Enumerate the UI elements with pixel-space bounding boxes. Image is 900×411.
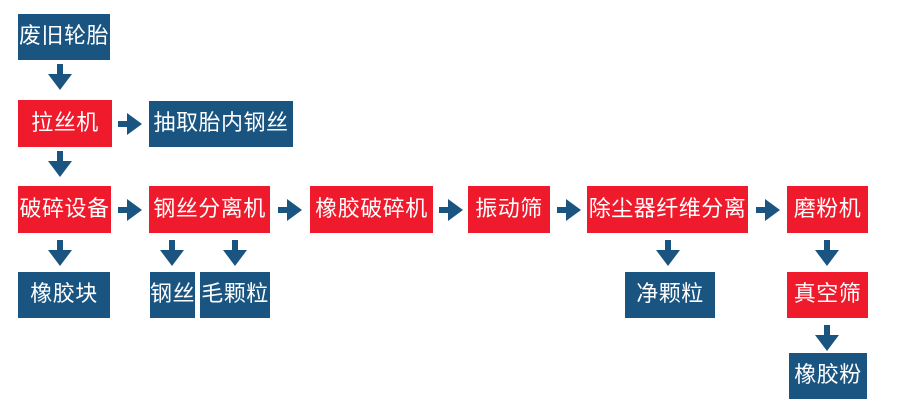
node-rubber-blocks: 橡胶块: [18, 272, 110, 318]
arrow-down-icon: [814, 239, 840, 267]
node-fluff-granules: 毛颗粒: [200, 272, 270, 318]
node-dust-collector-fiber-separation: 除尘器纤维分离: [587, 186, 748, 233]
arrow-down-icon: [222, 239, 248, 267]
arrow-down-icon: [47, 63, 73, 91]
node-rubber-powder: 橡胶粉: [789, 353, 867, 399]
arrow-down-icon: [47, 239, 73, 267]
node-waste-tires: 废旧轮胎: [18, 14, 110, 60]
node-vacuum-screen: 真空筛: [787, 272, 868, 318]
arrow-right-icon: [117, 198, 143, 222]
node-grinding-mill: 磨粉机: [787, 186, 868, 233]
arrow-right-icon: [438, 198, 464, 222]
node-steel-wire-separator: 钢丝分离机: [149, 186, 270, 233]
node-wire-drawing-machine: 拉丝机: [18, 100, 112, 147]
arrow-down-icon: [47, 150, 73, 178]
node-crushing-equipment: 破碎设备: [18, 186, 111, 233]
arrow-right-icon: [277, 198, 303, 222]
node-clean-granules: 净颗粒: [625, 272, 715, 318]
arrow-down-icon: [655, 239, 681, 267]
node-steel-wire: 钢丝: [150, 272, 195, 318]
arrow-down-icon: [814, 324, 840, 352]
node-extract-tire-steel-wire: 抽取胎内钢丝: [149, 101, 293, 147]
node-vibrating-screen: 振动筛: [468, 186, 550, 233]
arrow-right-icon: [755, 198, 781, 222]
arrow-right-icon: [117, 112, 143, 136]
arrow-right-icon: [556, 198, 582, 222]
node-rubber-crusher: 橡胶破碎机: [310, 186, 433, 233]
arrow-down-icon: [159, 239, 185, 267]
